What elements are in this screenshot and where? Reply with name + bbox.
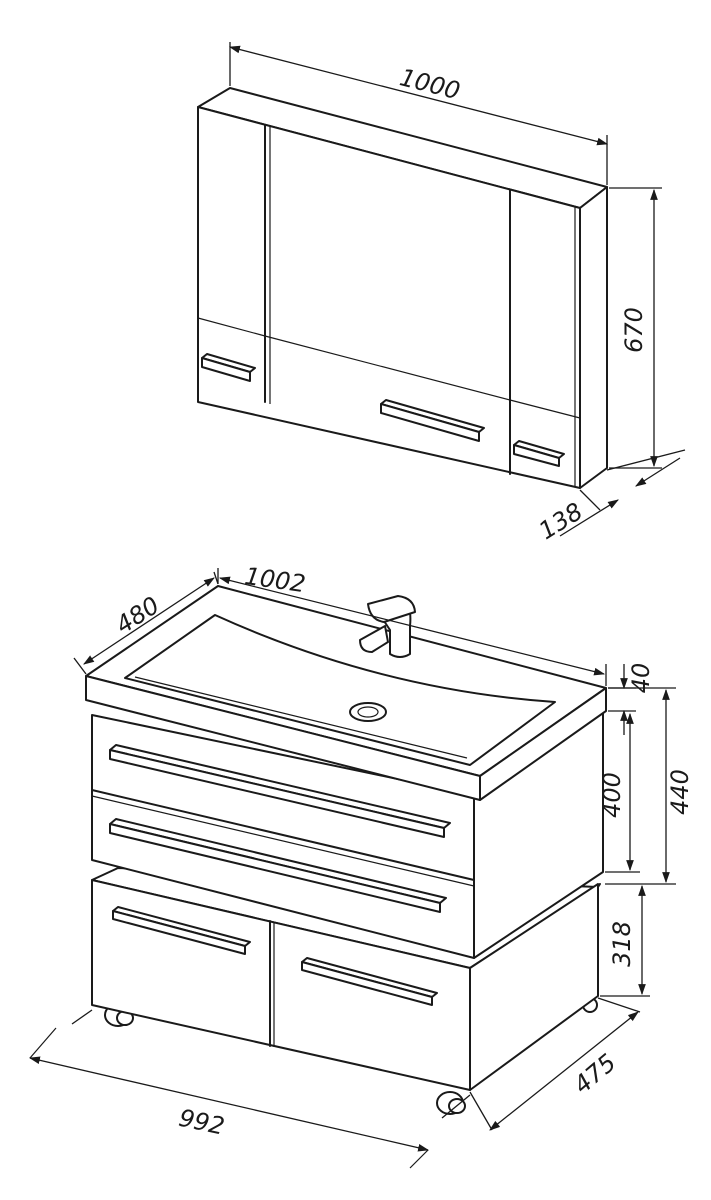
dimension-drawer-height: 400 [598, 712, 640, 873]
mirror-handle-left [201, 353, 256, 382]
basin-top [85, 585, 607, 801]
dimension-base-height: 318 [600, 884, 650, 997]
mirror-depth-label: 138 [534, 497, 588, 545]
dimension-top-thickness: 40 [608, 663, 655, 735]
mirror-handle-center [380, 399, 485, 442]
dimension-mirror-height: 670 [609, 187, 662, 469]
mirror-handle-right [513, 440, 565, 467]
base-width-label: 992 [176, 1104, 227, 1141]
base-height-label: 318 [608, 921, 636, 967]
basin-width-label: 1002 [243, 562, 307, 598]
drawer-handle-bottom [109, 818, 447, 913]
upper-height-label: 440 [666, 769, 694, 815]
base-handle-left [112, 906, 251, 955]
dimension-upper-height: 440 [605, 687, 694, 885]
dimension-basin-width: 1002 [217, 562, 607, 686]
top-thickness-label: 40 [627, 663, 655, 694]
mirror-height-label: 670 [620, 307, 648, 353]
vanity-unit [85, 585, 607, 1115]
base-handle-right [301, 957, 438, 1006]
base-depth-label: 475 [568, 1048, 621, 1099]
drawer-height-label: 400 [598, 772, 626, 818]
drawer-handle-top [109, 744, 451, 838]
mirror-cabinet [197, 87, 608, 489]
